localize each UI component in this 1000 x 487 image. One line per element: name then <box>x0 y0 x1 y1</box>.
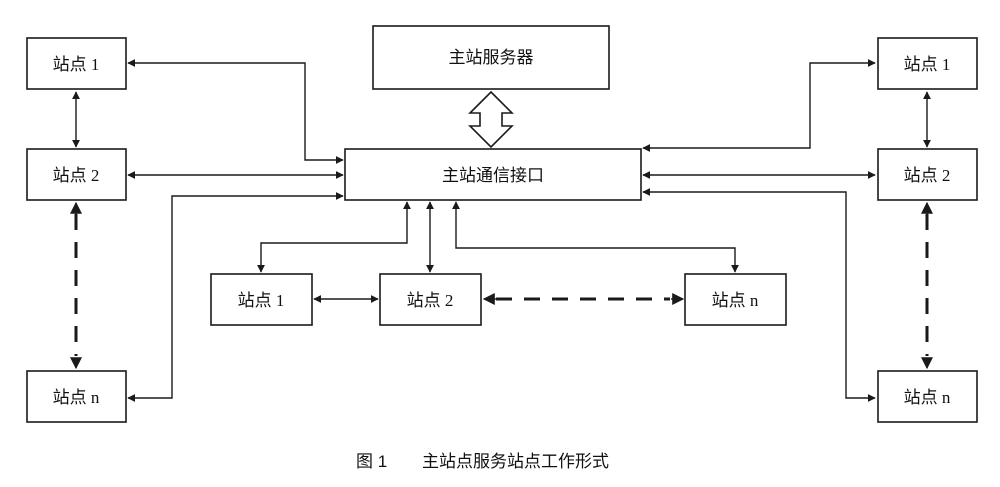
right-station-2: 站点 2 <box>877 148 978 201</box>
right-station-n: 站点 n <box>877 370 978 423</box>
right-station-2-label: 站点 2 <box>904 166 951 185</box>
left-station-1: 站点 1 <box>26 37 127 90</box>
bottom-station-1-to-interface-arrow <box>257 201 411 273</box>
right-station-1: 站点 1 <box>877 37 978 90</box>
server-node: 主站服务器 <box>372 25 610 90</box>
server-label: 主站服务器 <box>449 48 534 67</box>
bottom-station-1: 站点 1 <box>210 273 313 326</box>
left-station-n-to-interface-arrow <box>127 192 344 402</box>
right-station-1-label: 站点 1 <box>904 55 951 74</box>
right-station-n-to-interface-arrow <box>642 188 876 402</box>
bottom-station-n: 站点 n <box>684 273 787 326</box>
bottom-station-n-to-interface-arrow <box>452 201 739 273</box>
left-station-n: 站点 n <box>26 370 127 423</box>
left-station-1-label: 站点 1 <box>53 55 100 74</box>
interface-label: 主站通信接口 <box>442 166 544 185</box>
caption-title: 主站点服务站点工作形式 <box>422 452 609 471</box>
interface-node: 主站通信接口 <box>344 148 642 201</box>
right-station-n-label: 站点 n <box>904 388 951 407</box>
server-interface-double-arrow <box>468 90 514 149</box>
right-station-1-to-interface-arrow <box>642 59 876 152</box>
left-station-2: 站点 2 <box>26 148 127 201</box>
caption-number: 图 1 <box>356 452 387 471</box>
bottom-station-2: 站点 2 <box>379 273 482 326</box>
bottom-station-2-label: 站点 2 <box>407 291 454 310</box>
left-station-n-label: 站点 n <box>53 388 100 407</box>
left-station-2-label: 站点 2 <box>53 166 100 185</box>
bottom-station-1-label: 站点 1 <box>238 291 285 310</box>
bottom-station-n-label: 站点 n <box>712 291 759 310</box>
left-station-1-to-interface-arrow <box>127 59 344 164</box>
